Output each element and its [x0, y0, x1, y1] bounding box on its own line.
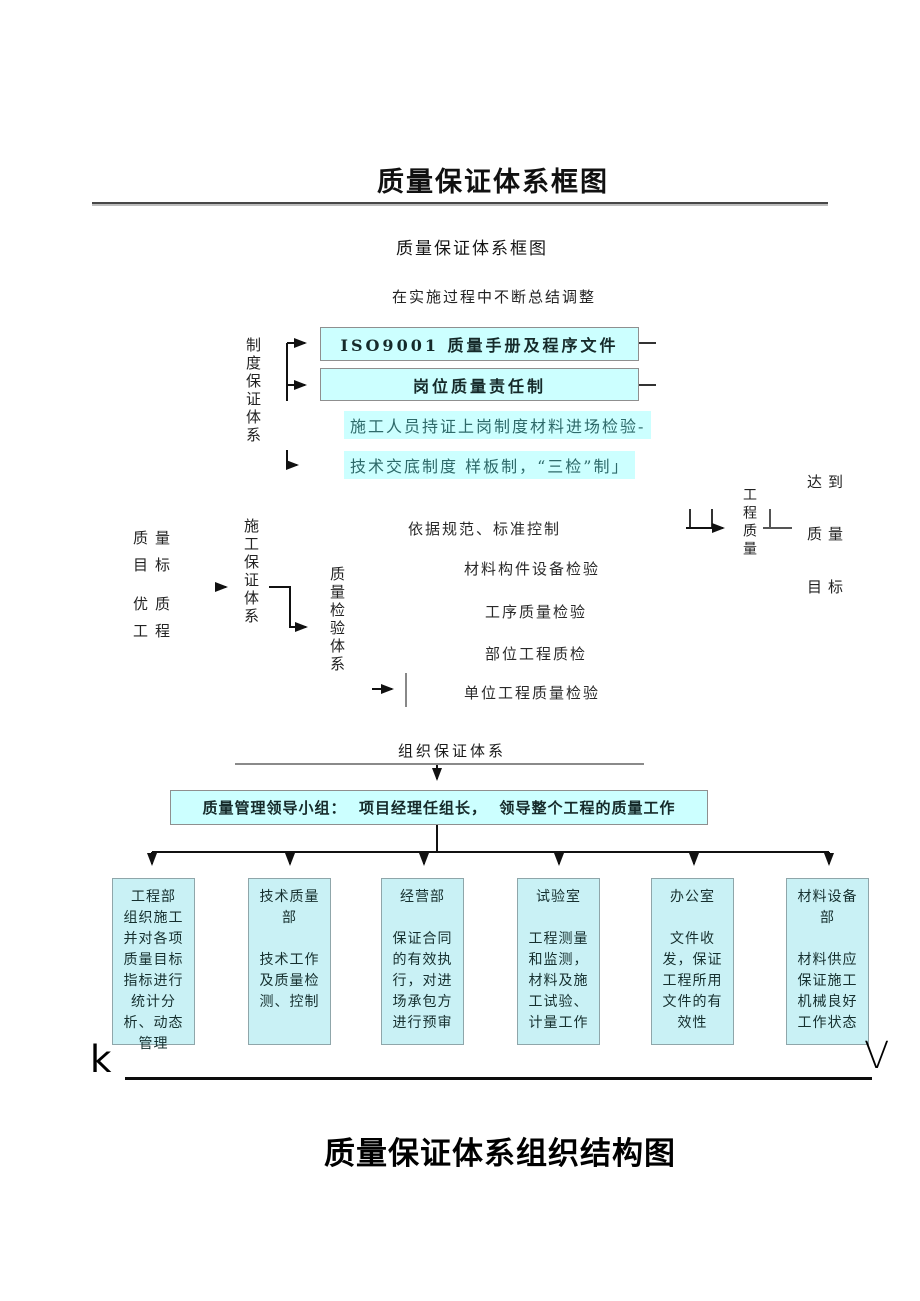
project-quality-label: 工程质量 [741, 487, 757, 559]
title-rule [92, 202, 828, 206]
dept-title: 技术质量部 [259, 889, 320, 926]
org-system-title: 组织保证体系 [397, 742, 507, 760]
dept-box-engineering: 工程部 组织施工并对各项质量目标指标进行统计分析、动态管理 [112, 878, 195, 1052]
institution-system-label: 制度保证体系 [244, 337, 262, 445]
inspection-item: 部位工程质检 [485, 645, 588, 663]
target-label: 目标 [807, 578, 850, 596]
certified-workers-highlight: 施工人员持证上岗制度材料进场检验- [344, 411, 652, 439]
dept-body: 保证合同的有效执行，对进场承包方进行预审 [392, 931, 453, 1031]
dept-title: 经营部 [400, 889, 445, 905]
dept-title: 办公室 [670, 889, 715, 905]
quality-goal-label: 质量目标 [133, 529, 178, 574]
dept-body: 组织施工并对各项质量目标指标进行统计分析、动态管理 [123, 910, 184, 1052]
dept-box-business: 经营部 保证合同的有效执行，对进场承包方进行预审 [381, 878, 464, 1045]
bottom-caption: 质量保证体系组织结构图 [324, 1136, 676, 1172]
dept-body: 文件收发，保证工程所用文件的有效性 [662, 931, 723, 1031]
adjust-note: 在实施过程中不断总结调整 [391, 288, 597, 306]
post-responsibility-box: 岗位质量责任制 [320, 368, 639, 401]
dept-box-tech-quality: 技术质量部 技术工作及质量检测、控制 [248, 878, 331, 1045]
corner-k-glyph: k [90, 1038, 112, 1081]
premium-project-label: 优质工程 [133, 595, 178, 640]
leader-box: 质量管理领导小组： 项目经理任组长， 领导整个工程的质量工作 [170, 790, 708, 825]
inspection-item: 单位工程质量检验 [464, 684, 601, 702]
dept-body: 工程测量和监测，材料及施工试验、计量工作 [528, 931, 589, 1031]
inspection-item: 材料构件设备检验 [464, 560, 601, 578]
tech-disclosure-highlight: 技术交底制度 样板制，“三检”制」 [344, 451, 636, 479]
corner-v-glyph: V [864, 1034, 890, 1077]
dept-body: 材料供应保证施工机械良好工作状态 [797, 952, 858, 1031]
dept-title: 试验室 [536, 889, 581, 905]
inspection-item: 依据规范、标准控制 [408, 520, 562, 538]
inspection-item: 工序质量检验 [485, 603, 588, 621]
iso9001-box: ISO9001 质量手册及程序文件 [320, 327, 639, 361]
inspection-system-label: 质量检验体系 [328, 566, 346, 674]
achieve-label: 达到 [807, 473, 850, 491]
bottom-rule [125, 1077, 872, 1080]
dept-box-material-equipment: 材料设备部 材料供应保证施工机械良好工作状态 [786, 878, 869, 1045]
dept-title: 工程部 [131, 889, 176, 905]
org-title-rule [235, 763, 644, 765]
dept-box-laboratory: 试验室 工程测量和监测，材料及施工试验、计量工作 [517, 878, 600, 1045]
diagram-subtitle: 质量保证体系框图 [396, 239, 548, 259]
dept-title: 材料设备部 [797, 889, 858, 926]
dept-body: 技术工作及质量检测、控制 [259, 952, 320, 1010]
quality-label: 质量 [807, 525, 850, 543]
construction-system-label: 施工保证体系 [242, 518, 260, 626]
dept-box-office: 办公室 文件收发，保证工程所用文件的有效性 [651, 878, 734, 1045]
page-title: 质量保证体系框图 [377, 167, 609, 198]
